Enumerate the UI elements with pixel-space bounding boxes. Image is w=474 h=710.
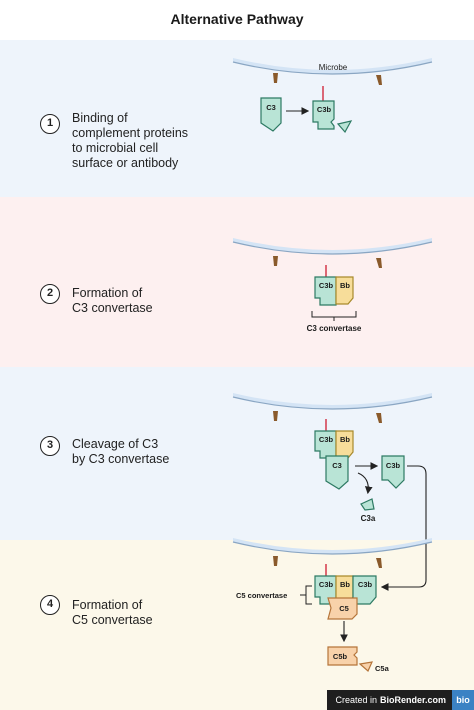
c5b-protein: C5b bbox=[327, 646, 358, 666]
bb-label: Bb bbox=[340, 435, 350, 444]
step-2-text: Formation of C3 convertase bbox=[72, 286, 222, 316]
release-arrow bbox=[357, 472, 373, 495]
c5a-fragment bbox=[358, 661, 374, 672]
credit-prefix: Created in bbox=[335, 695, 377, 705]
antibody-icon bbox=[273, 73, 278, 83]
recruit-arrow bbox=[380, 465, 427, 591]
c3a-fragment bbox=[336, 120, 353, 134]
step-4-line: C5 convertase bbox=[72, 613, 153, 627]
bb-protein: Bb bbox=[335, 430, 354, 459]
c3b-protein: C3b bbox=[381, 455, 405, 489]
antibody-icon bbox=[273, 256, 278, 266]
c3b-label: C3b bbox=[358, 580, 373, 589]
antibody-icon bbox=[273, 556, 278, 566]
antibody-icon bbox=[376, 258, 382, 268]
step-1-line: to microbial cell bbox=[72, 141, 159, 155]
step-1-number: 1 bbox=[40, 114, 60, 134]
step-4-number: 4 bbox=[40, 595, 60, 615]
step-3-line: Cleavage of C3 bbox=[72, 437, 159, 451]
step-2-number: 2 bbox=[40, 284, 60, 304]
microbe-membrane bbox=[232, 393, 433, 410]
c3a-fragment bbox=[360, 498, 375, 511]
panel-step-4 bbox=[0, 540, 474, 710]
step-4-text: Formation of C5 convertase bbox=[72, 598, 222, 628]
step-1-line: surface or antibody bbox=[72, 156, 179, 170]
step-2-line: Formation of bbox=[72, 286, 143, 300]
c3b-label: C3b bbox=[317, 105, 332, 114]
convertase-bracket bbox=[300, 585, 312, 605]
c3-protein: C3 bbox=[260, 97, 282, 132]
c3b-label: C3b bbox=[319, 435, 334, 444]
credit-brand: BioRender.com bbox=[379, 695, 446, 705]
microbe-membrane bbox=[232, 238, 433, 255]
antibody-icon bbox=[376, 413, 382, 423]
c5b-label: C5b bbox=[333, 652, 348, 661]
step-3-line: by C3 convertase bbox=[72, 452, 170, 466]
c3-label: C3 bbox=[332, 461, 342, 470]
c3b-label: C3b bbox=[319, 281, 334, 290]
step-1-line: Binding of bbox=[72, 111, 128, 125]
bb-protein: Bb bbox=[335, 276, 354, 305]
convertase-bracket bbox=[311, 311, 357, 321]
antibody-icon bbox=[376, 75, 382, 85]
step-1-line: complement proteins bbox=[72, 126, 189, 140]
c3b-protein: C3b bbox=[314, 276, 337, 306]
panel-step-2 bbox=[0, 197, 474, 367]
bb-label: Bb bbox=[340, 580, 350, 589]
step-2-line: C3 convertase bbox=[72, 301, 153, 315]
bb-label: Bb bbox=[340, 281, 350, 290]
c3a-label: C3a bbox=[361, 514, 376, 523]
step-3-number: 3 bbox=[40, 436, 60, 456]
antibody-icon bbox=[376, 558, 382, 568]
step-3-text: Cleavage of C3 by C3 convertase bbox=[72, 437, 222, 467]
c3-label: C3 bbox=[266, 103, 276, 112]
microbe-membrane bbox=[232, 58, 433, 75]
c3-convertase-label: C3 convertase bbox=[307, 324, 362, 333]
c3-protein: C3 bbox=[325, 455, 349, 490]
biorender-credit[interactable]: Created in BioRender.com bio bbox=[327, 690, 474, 710]
step-4-line: Formation of bbox=[72, 598, 143, 612]
c3b-label: C3b bbox=[386, 461, 401, 470]
step-1-text: Binding of complement proteins to microb… bbox=[72, 111, 222, 171]
c3b-protein: C3b bbox=[312, 100, 335, 130]
c3b-label: C3b bbox=[319, 580, 334, 589]
biorender-logo-icon: bio bbox=[452, 690, 474, 710]
c5-protein: C5 bbox=[327, 597, 358, 620]
antibody-icon bbox=[273, 411, 278, 421]
c5a-label: C5a bbox=[375, 664, 390, 673]
c5-label: C5 bbox=[339, 604, 349, 613]
microbe-membrane bbox=[232, 538, 433, 555]
diagram-title: Alternative Pathway bbox=[170, 11, 304, 27]
microbe-label: Microbe bbox=[319, 63, 348, 72]
c3b-protein: C3b bbox=[314, 430, 337, 459]
c5-convertase-label: C5 convertase bbox=[236, 591, 287, 600]
